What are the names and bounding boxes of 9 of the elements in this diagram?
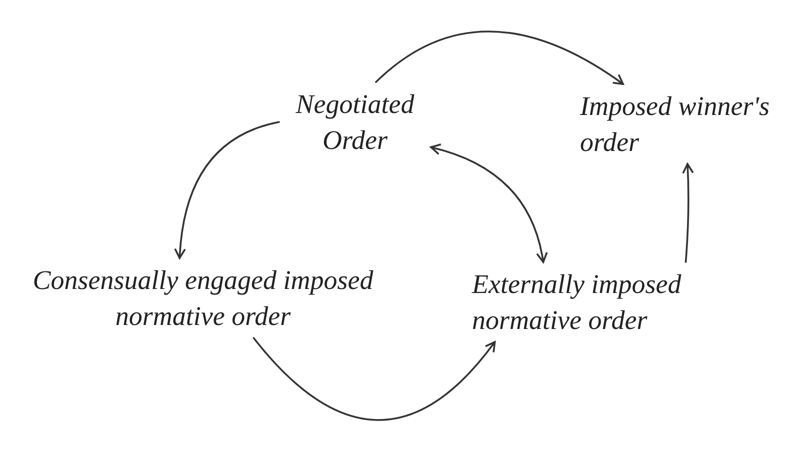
node-label: Consensually engaged imposed normative order [8, 262, 398, 334]
node-label: Negotiated Order [285, 86, 425, 158]
node-label: Externally imposed normative order [472, 266, 757, 338]
curved-arrow [174, 121, 280, 259]
node-label: Imposed winner's order [580, 88, 795, 160]
curved-arrow [375, 30, 624, 85]
curved-arrow [682, 163, 694, 263]
curved-arrow [430, 144, 548, 263]
curved-arrow [252, 337, 496, 421]
